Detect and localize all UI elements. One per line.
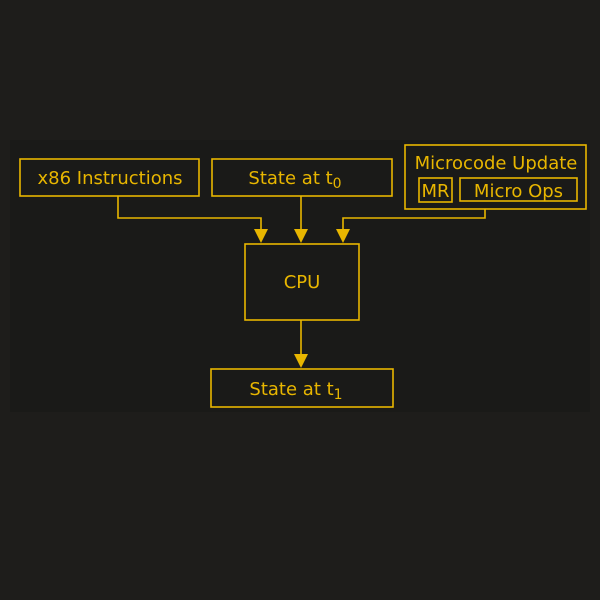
state-t0-box	[211, 158, 393, 197]
arrowhead-icon	[294, 354, 308, 368]
state-t1-box	[210, 368, 394, 408]
arrowhead-icon	[336, 229, 350, 243]
edge-microcode-to-cpu	[342, 209, 486, 231]
x86-instructions-box	[19, 158, 200, 197]
state-t1-label: State at t1	[249, 379, 342, 403]
micro-ops-label: Micro Ops	[474, 181, 563, 202]
cpu-label: CPU	[284, 272, 321, 293]
microcode-update-box	[404, 144, 587, 210]
edge-x86-to-cpu	[117, 196, 262, 231]
state-t0-label: State at t0	[248, 168, 341, 192]
mr-box	[418, 177, 453, 203]
micro-ops-box	[459, 177, 578, 202]
cpu-box	[244, 243, 360, 321]
arrowhead-icon	[254, 229, 268, 243]
mr-label: MR	[421, 181, 449, 202]
diagram-panel	[10, 140, 590, 412]
arrowhead-icon	[294, 229, 308, 243]
x86-instructions-label: x86 Instructions	[38, 168, 183, 189]
microcode-update-label: Microcode Update	[415, 153, 578, 174]
